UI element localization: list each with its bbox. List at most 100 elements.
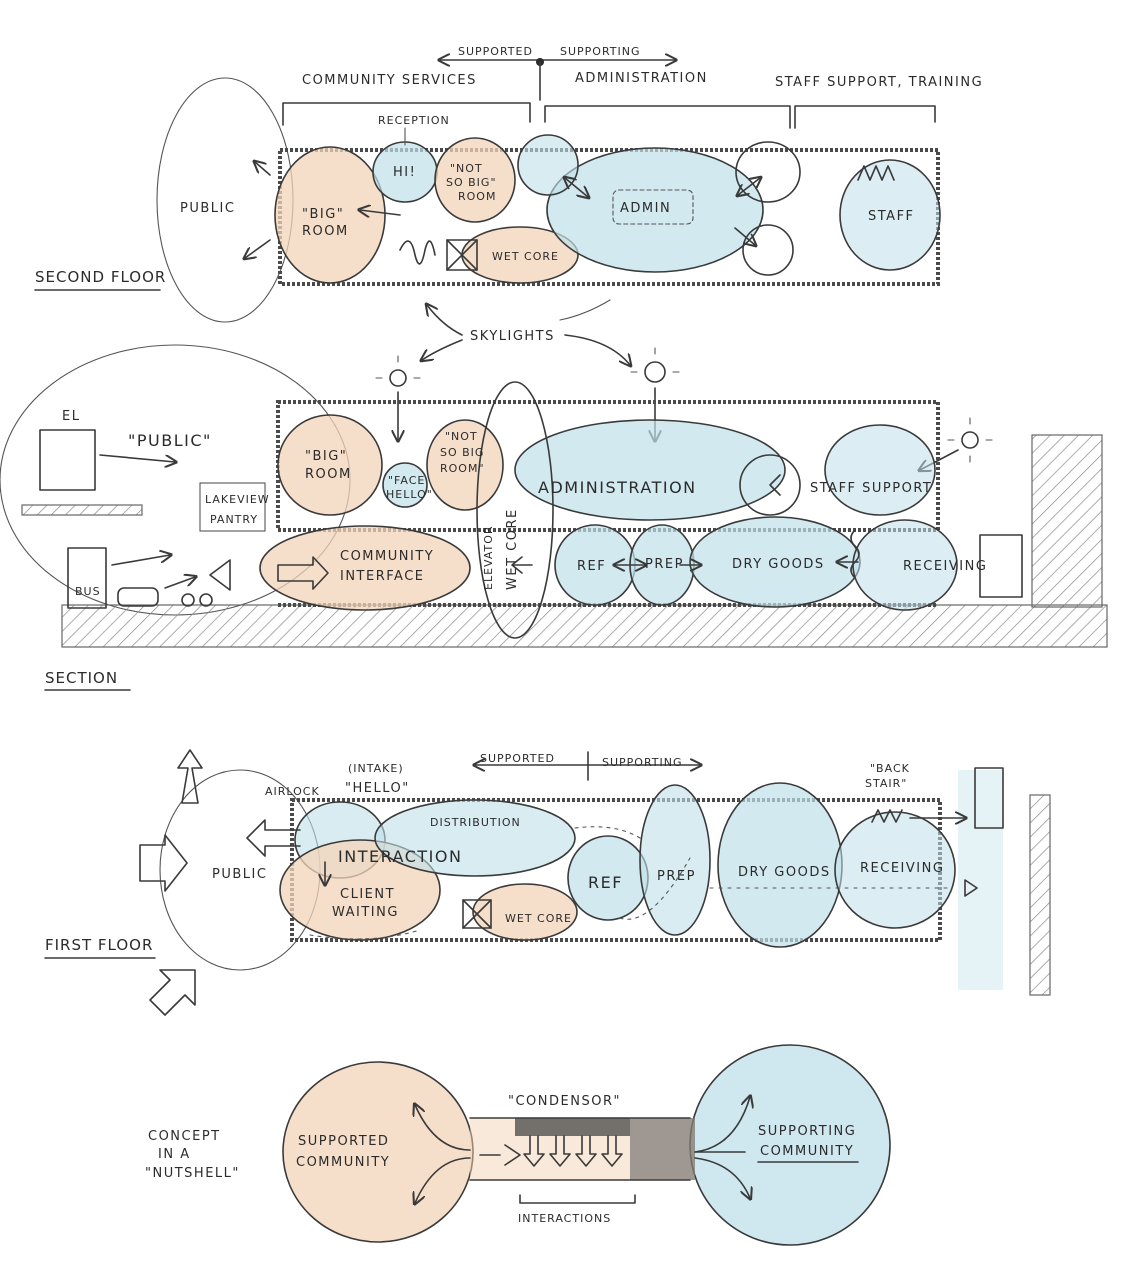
section-community-line2: INTERFACE (340, 569, 425, 584)
first-receiving-bubble (834, 811, 956, 929)
skylights-label: SKYLIGHTS (470, 329, 555, 344)
sun-icon-2 (644, 361, 666, 383)
section-not-so-big-wash (427, 420, 503, 510)
section-face-bubble (382, 462, 428, 508)
entry-arrow-top (177, 749, 203, 804)
section-staff-bubble (824, 424, 936, 516)
admin-front-bubble (517, 134, 579, 196)
el-label: EL (62, 409, 80, 424)
airlock-exit-arrow (246, 819, 301, 857)
section-receiving-wash (853, 520, 957, 610)
entry-arrow-left (139, 834, 188, 892)
supporting-community-line1: SUPPORTING (758, 1124, 856, 1139)
admin-back-bubble (735, 141, 801, 203)
arrow-admin-corner (734, 227, 755, 245)
first-stair-box (462, 899, 492, 929)
condensor-inflow-arrow (479, 1144, 521, 1166)
back-stair-line1: "BACK (870, 762, 910, 775)
staff-stair-zigzag (857, 165, 895, 181)
not-so-big-line1: "NOT (450, 162, 483, 175)
not-so-big-wash (435, 138, 515, 222)
supported-arrow-down (415, 1157, 471, 1203)
section-face-line1: "FACE (388, 474, 425, 487)
car-arrow (164, 577, 195, 589)
lakeview-line1: LAKEVIEW (205, 493, 270, 506)
lakeview-line2: PANTRY (210, 513, 258, 526)
skylight-arrow-right (564, 334, 630, 365)
section-big-room-line1: "BIG" (305, 449, 347, 464)
section-administration-label: ADMINISTRATION (538, 478, 697, 497)
staff-wash (840, 160, 940, 270)
wet-core-label: WET CORE (492, 250, 559, 263)
bus-label: BUS (75, 585, 101, 598)
bike-wheel-2 (199, 593, 213, 607)
car-icon (117, 587, 159, 607)
stair-box (446, 239, 478, 271)
bracket-admin (544, 105, 791, 129)
arrow-public-2 (245, 239, 271, 258)
admin-bubble (546, 147, 764, 273)
bracket-community (282, 102, 531, 126)
airlock-label: AIRLOCK (265, 785, 320, 798)
reception-wash (373, 142, 437, 202)
reception-label: RECEPTION (378, 114, 450, 127)
top-header: SUPPORTED SUPPORTING COMMUNITY SERVICES … (282, 45, 982, 129)
section-big-room-wash (278, 415, 382, 515)
section-staff-wash (825, 425, 935, 515)
skylight-arrow-left (422, 339, 463, 360)
back-stair-zigzag (871, 809, 903, 823)
first-supported-label: SUPPORTED (480, 752, 555, 765)
bike-wheel-1 (181, 593, 195, 607)
bracket-staff (794, 105, 936, 129)
section-prep-label: PREP (645, 557, 684, 572)
receiving-arrow-tip (964, 879, 978, 897)
section-core-bubble (476, 381, 554, 639)
first-floor-plan: FIRST FLOOR SUPPORTED SUPPORTING (INTAKE… (44, 749, 1051, 1016)
el-train-icon (39, 429, 96, 491)
section-dry-goods-label: DRY GOODS (732, 557, 825, 572)
arrow-admin-back (738, 178, 760, 195)
section-not-so-big-bubble (426, 419, 504, 511)
back-stair-line2: STAIR" (865, 777, 907, 790)
staff-bubble (839, 159, 941, 271)
zone-community-services: COMMUNITY SERVICES (302, 73, 477, 88)
receiving-stair-squiggle (850, 529, 860, 579)
section-face-line2: HELLO" (386, 488, 433, 501)
section-admin-bubble (514, 419, 786, 521)
section-public-label: "PUBLIC" (128, 431, 212, 450)
first-truck-icon (974, 767, 1004, 829)
skylight-curve (559, 299, 611, 321)
prep-dots (619, 857, 691, 920)
squiggle-stair (399, 240, 436, 265)
section-community-bubble (259, 525, 471, 611)
first-stair-cross (462, 899, 492, 929)
arrow-to-big-room (360, 210, 401, 215)
big-room-line2: ROOM (302, 224, 349, 239)
section-ref-label: REF (577, 559, 606, 574)
top-supporting-label: SUPPORTING (560, 45, 641, 58)
first-floor-title: FIRST FLOOR (45, 936, 153, 954)
section-drawing: SECTION EL "PUBLIC" LAKEVIEW PANTRY BUS … (0, 344, 1108, 691)
section-staff-support-label: STAFF SUPPORT (810, 481, 932, 496)
admin-corner-bubble (742, 224, 794, 276)
first-prep-bubble (639, 784, 711, 936)
condensor-down-arrows (523, 1135, 623, 1167)
second-floor-plan: SECOND FLOOR PUBLIC RECEPTION HI! "NOT S… (34, 77, 941, 323)
distribution-wash (375, 800, 575, 876)
second-floor-title: SECOND FLOOR (35, 268, 166, 286)
sun-icon-1 (389, 369, 407, 387)
supported-community-line2: COMMUNITY (296, 1155, 390, 1170)
first-public-label: PUBLIC (212, 867, 267, 882)
arrow-public-1 (255, 162, 271, 176)
section-not-so-big-line2: SO BIG (440, 446, 484, 459)
client-line1: CLIENT (340, 887, 395, 902)
zone-administration: ADMINISTRATION (575, 71, 708, 86)
skylight-arrow-up (427, 305, 463, 336)
first-receiving-wash (835, 812, 955, 928)
section-elevator-label: ELEVATOR (482, 525, 495, 590)
stair-cross (446, 239, 478, 271)
admin-label: ADMIN (620, 201, 671, 216)
concept-diagram: CONCEPT IN A "NUTSHELL" "CONDENSOR" SUPP… (145, 1044, 891, 1246)
second-public-label: PUBLIC (180, 201, 235, 216)
condensor-band (515, 1118, 630, 1136)
